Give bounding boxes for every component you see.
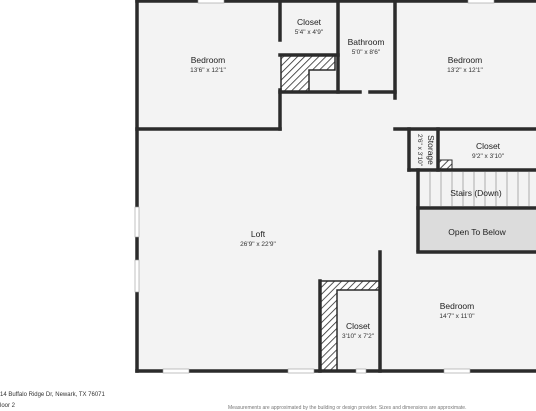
room-bedroom-nw: Bedroom 13'6" x 12'1": [190, 55, 226, 74]
svg-text:9'2" x 3'10": 9'2" x 3'10": [472, 153, 505, 160]
open-to-below-area: [418, 210, 536, 252]
svg-text:Closet: Closet: [476, 141, 501, 151]
svg-text:14'7" x 11'0": 14'7" x 11'0": [439, 313, 475, 320]
address-text: 14 Buffalo Ridge Dr, Newark, TX 76071: [0, 392, 105, 398]
room-loft: Loft 26'9" x 22'9": [240, 229, 276, 248]
disclaimer-text: Measurements are approximated by the bui…: [228, 405, 467, 411]
room-stairs: Stairs (Down): [450, 188, 502, 198]
room-bedroom-se: Bedroom 14'7" x 11'0": [439, 301, 475, 320]
windows: [134, 0, 495, 374]
svg-text:13'2" x 12'1": 13'2" x 12'1": [447, 67, 483, 74]
room-closet-east: Closet 9'2" x 3'10": [472, 141, 505, 160]
room-bedroom-ne: Bedroom 13'2" x 12'1": [447, 55, 483, 74]
svg-text:26'9" x 22'9": 26'9" x 22'9": [240, 241, 276, 248]
svg-text:5'4" x 4'9": 5'4" x 4'9": [295, 29, 324, 36]
room-closet-south: Closet 3'10" x 7'2": [342, 321, 375, 340]
room-closet-top: Closet 5'4" x 4'9": [295, 17, 324, 36]
svg-text:Bedroom: Bedroom: [440, 301, 475, 311]
floor-label: loor 2: [0, 403, 16, 409]
svg-text:3'10" x 7'2": 3'10" x 7'2": [342, 333, 375, 340]
svg-text:Bathroom: Bathroom: [348, 37, 385, 47]
svg-text:Closet: Closet: [297, 17, 322, 27]
room-bathroom: Bathroom 5'0" x 8'6": [348, 37, 385, 56]
svg-text:5'0" x 8'6": 5'0" x 8'6": [352, 49, 381, 56]
stairs-treads: [429, 172, 530, 206]
svg-text:Storage: Storage: [426, 135, 436, 165]
svg-text:Bedroom: Bedroom: [191, 55, 226, 65]
room-open-to-below: Open To Below: [448, 227, 506, 237]
svg-text:Loft: Loft: [251, 229, 266, 239]
svg-text:Stairs (Down): Stairs (Down): [450, 188, 502, 198]
svg-text:Closet: Closet: [346, 321, 371, 331]
svg-text:13'6" x 12'1": 13'6" x 12'1": [190, 67, 226, 74]
svg-text:Open To Below: Open To Below: [448, 227, 506, 237]
svg-text:Bedroom: Bedroom: [448, 55, 483, 65]
svg-text:2'6" x 3'10": 2'6" x 3'10": [416, 134, 423, 167]
room-storage: Storage 2'6" x 3'10": [416, 134, 436, 167]
